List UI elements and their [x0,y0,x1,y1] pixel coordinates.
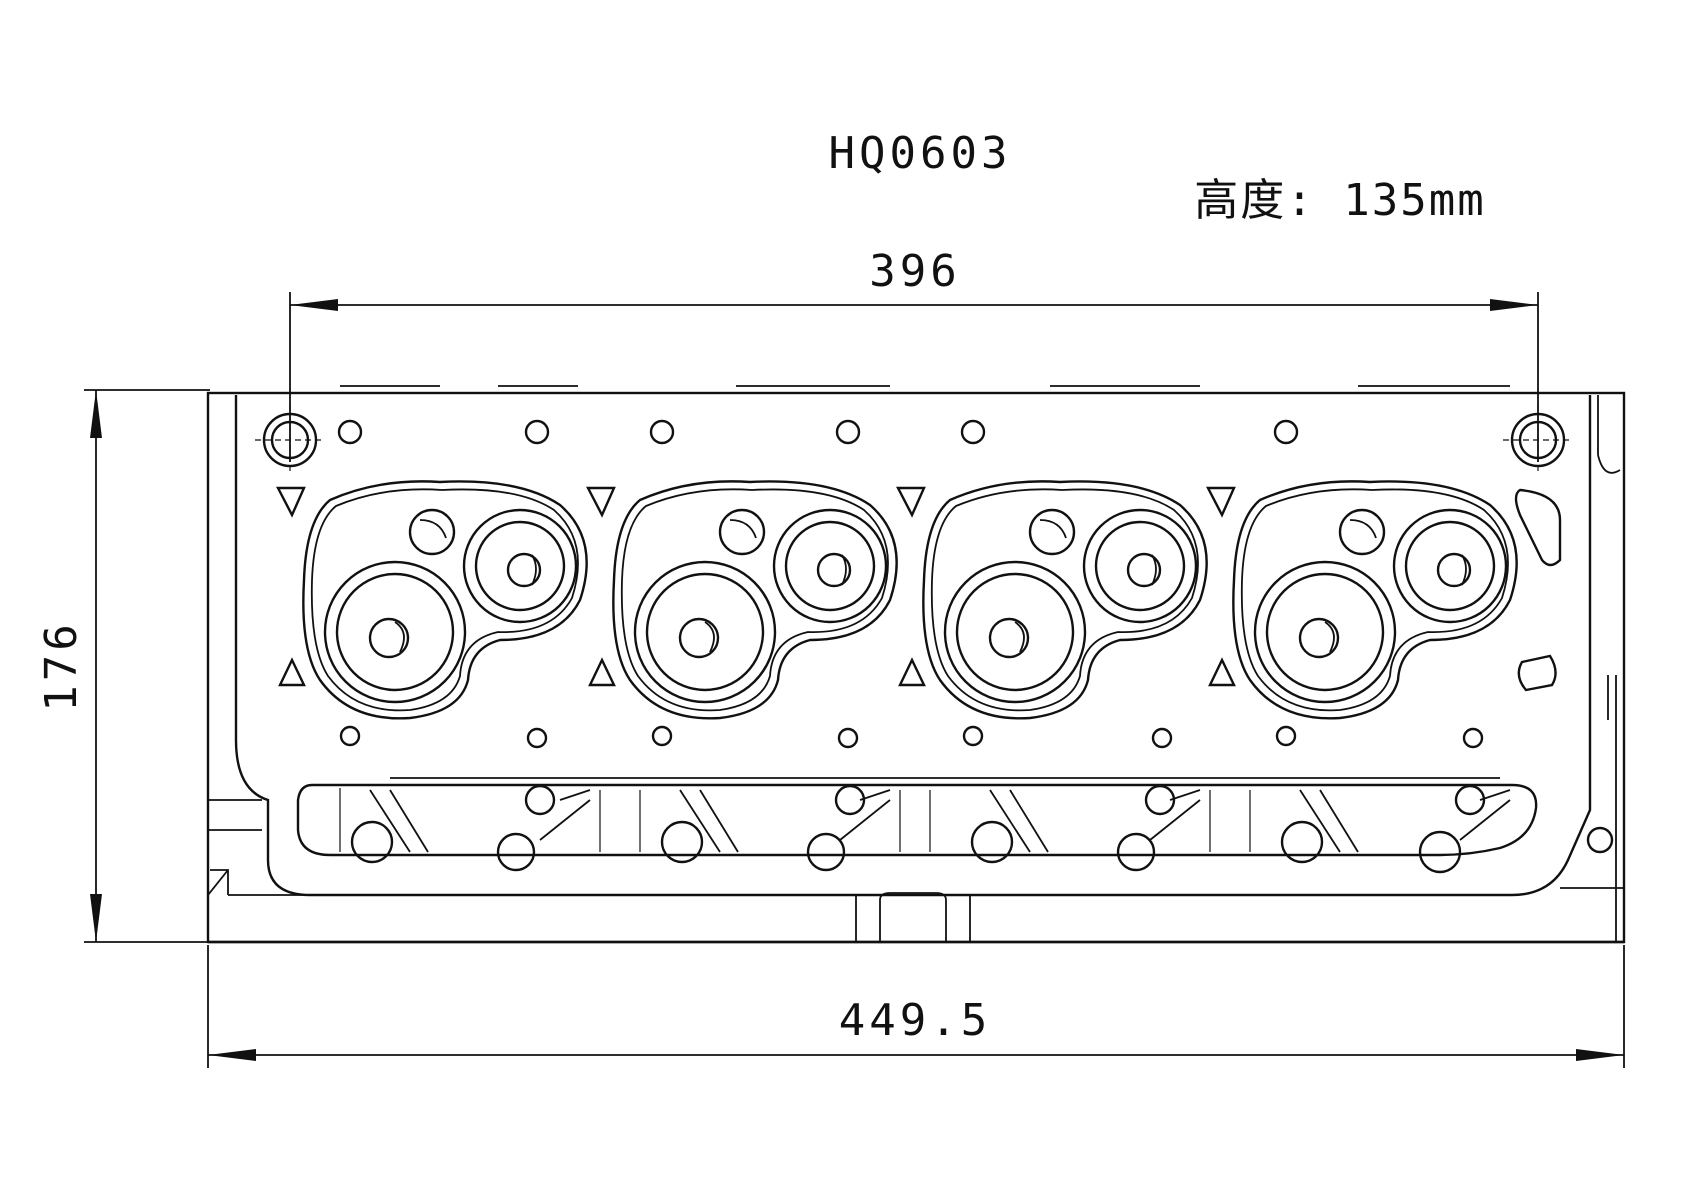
bottom-dimension-value: 449.5 [839,995,991,1046]
height-label: 高度: 135mm [1194,175,1485,226]
port-channel [296,777,1614,874]
part-code-title: HQ0603 [829,128,1012,179]
combustion-chambers [302,480,1518,720]
top-dimension-value: 396 [869,246,960,297]
dowel-right [1503,405,1573,475]
bottom-dimension: 449.5 [207,945,1625,1068]
coolant-triangles [276,486,1562,692]
bolt-holes-top [337,419,1299,445]
chamber-1 [302,480,588,720]
left-dimension: 176 [36,389,210,943]
chamber-3 [922,480,1208,720]
chamber-4 [1232,480,1518,720]
dowel-left [255,405,325,475]
head-outline [206,385,1626,944]
chamber-2 [612,480,898,720]
top-dimension: 396 [289,246,1539,462]
bolt-holes-bottom [339,725,1484,749]
left-dimension-value: 176 [36,620,87,711]
